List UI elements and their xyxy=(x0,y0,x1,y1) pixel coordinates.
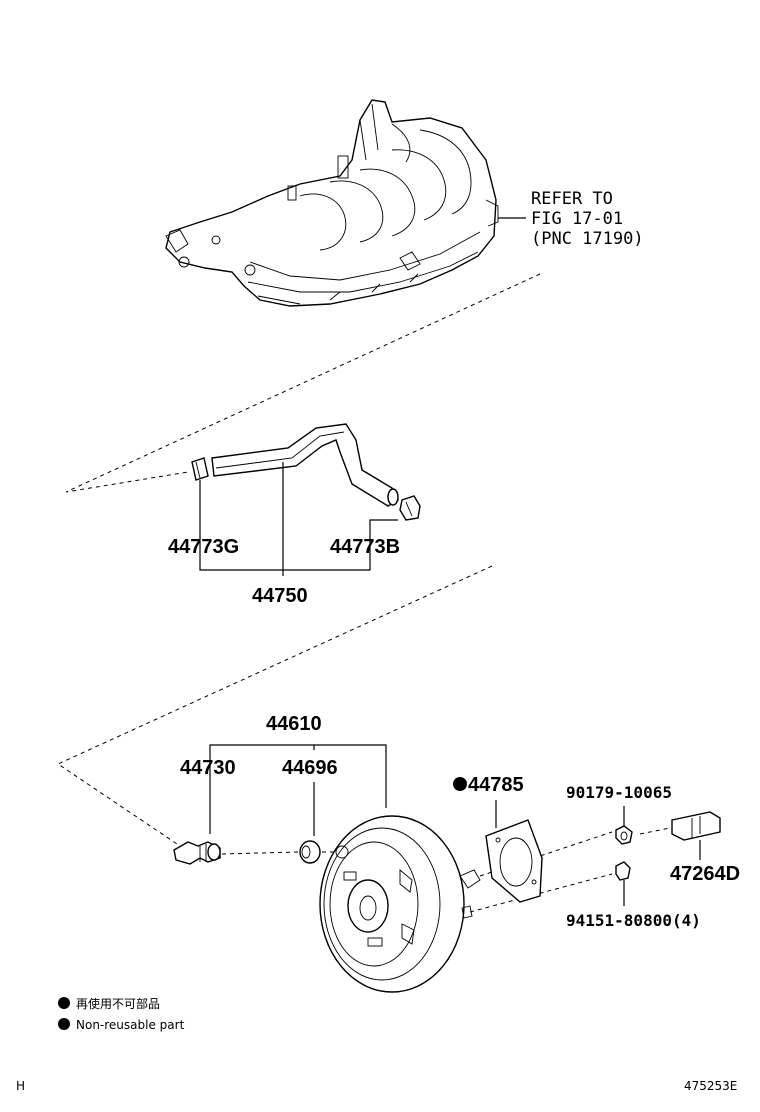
part-94151-80800[interactable]: 94151-80800(4) xyxy=(566,911,701,930)
footer-right-code: 475253E xyxy=(684,1079,737,1093)
part-90179-10065[interactable]: 90179-10065 xyxy=(566,783,672,802)
clevis-illustration xyxy=(639,811,721,841)
hose-clamp-b-illustration xyxy=(399,495,421,521)
refer-to-label: REFER TO xyxy=(531,189,613,209)
legend-marker-jp-icon xyxy=(58,997,70,1009)
check-valve-illustration xyxy=(173,841,221,865)
grommet-illustration xyxy=(299,840,321,864)
intake-manifold-illustration xyxy=(165,99,499,307)
part-47264D[interactable]: 47264D xyxy=(670,863,740,885)
gasket-illustration xyxy=(485,819,543,903)
legend-english: Non-reusable part xyxy=(76,1018,185,1032)
part-44730[interactable]: 44730 xyxy=(180,757,236,779)
part-44750[interactable]: 44750 xyxy=(252,585,308,607)
refer-fig-label: FIG 17-01 xyxy=(531,209,623,229)
part-44785[interactable]: 44785 xyxy=(468,774,524,796)
legend-marker-en-icon xyxy=(58,1018,70,1030)
part-44773G[interactable]: 44773G xyxy=(168,536,239,558)
vacuum-hose-illustration xyxy=(211,423,399,507)
flange-nut-illustration xyxy=(615,861,631,881)
non-reusable-marker-icon xyxy=(453,777,467,791)
nut-illustration xyxy=(615,825,633,845)
hose-clamp-g-illustration xyxy=(191,457,209,481)
part-44773B[interactable]: 44773B xyxy=(330,536,400,558)
brake-booster-illustration xyxy=(319,815,481,993)
refer-pnc-label: (PNC 17190) xyxy=(531,229,644,249)
legend-japanese: 再使用不可部品 xyxy=(76,996,160,1011)
footer-left-code: H xyxy=(16,1079,25,1093)
part-44610[interactable]: 44610 xyxy=(266,713,322,735)
legend: 再使用不可部品 Non-reusable part xyxy=(58,996,185,1032)
part-44696[interactable]: 44696 xyxy=(282,757,338,779)
